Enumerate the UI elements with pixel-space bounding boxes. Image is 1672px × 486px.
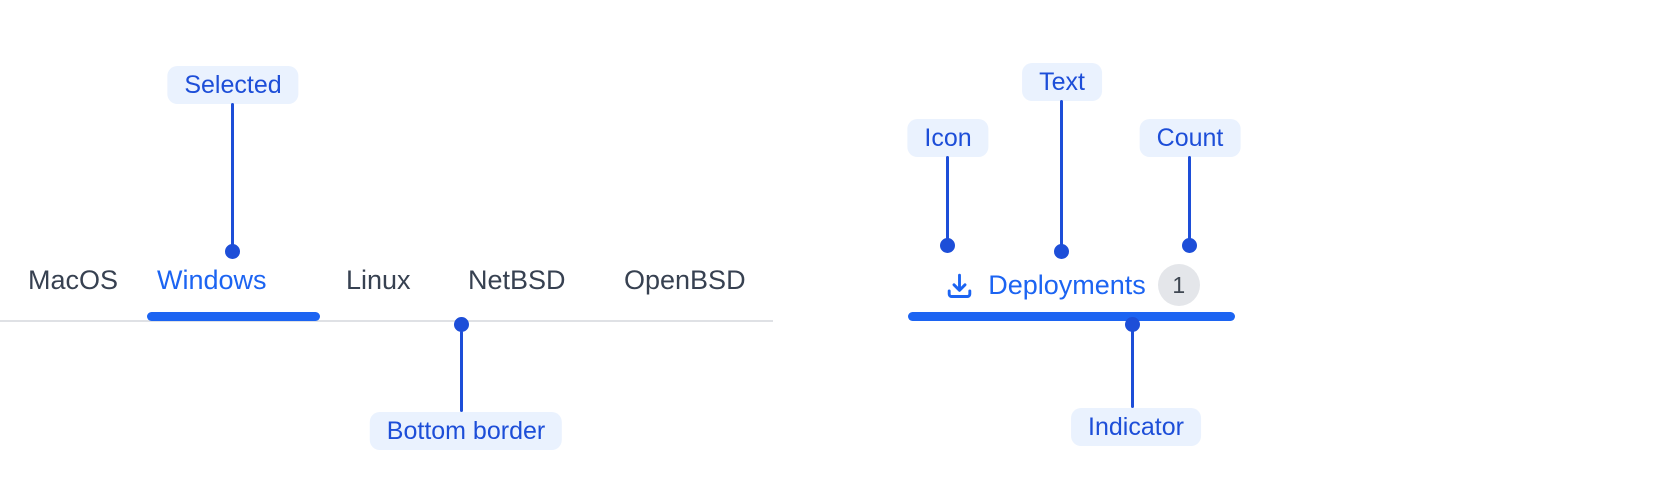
annotation-selected-line (231, 103, 234, 246)
tab-windows[interactable]: Windows (157, 265, 267, 295)
tab-macos[interactable]: MacOS (28, 265, 119, 295)
annotation-bottom-border-line (460, 331, 463, 412)
annotation-count: Count (1139, 119, 1241, 157)
annotation-count-dot (1182, 238, 1197, 253)
annotation-icon: Icon (907, 119, 989, 157)
tab-deployments[interactable]: Deployments 1 (908, 260, 1235, 310)
annotation-bottom-border-dot (454, 317, 469, 332)
annotation-selected: Selected (167, 66, 299, 104)
tab-netbsd[interactable]: NetBSD (468, 265, 566, 295)
annotation-selected-dot (225, 244, 240, 259)
selected-tab-indicator (147, 312, 320, 321)
download-icon (943, 269, 976, 302)
deployments-tab-label: Deployments (988, 269, 1146, 300)
tab-openbsd[interactable]: OpenBSD (624, 265, 746, 295)
annotation-indicator-line (1131, 330, 1134, 408)
annotation-text-dot (1054, 244, 1069, 259)
annotation-count-line (1188, 156, 1191, 240)
annotation-indicator: Indicator (1071, 408, 1201, 446)
deployments-tab-indicator (908, 312, 1235, 321)
annotation-text: Text (1022, 63, 1102, 101)
annotation-indicator-dot (1125, 317, 1140, 332)
annotation-text-line (1060, 100, 1063, 246)
annotation-bottom-border: Bottom border (369, 412, 563, 450)
annotation-icon-line (946, 156, 949, 240)
tabbar-bottom-border (0, 320, 773, 322)
tab-linux[interactable]: Linux (346, 265, 411, 295)
count-badge: 1 (1157, 264, 1200, 306)
annotation-icon-dot (940, 238, 955, 253)
